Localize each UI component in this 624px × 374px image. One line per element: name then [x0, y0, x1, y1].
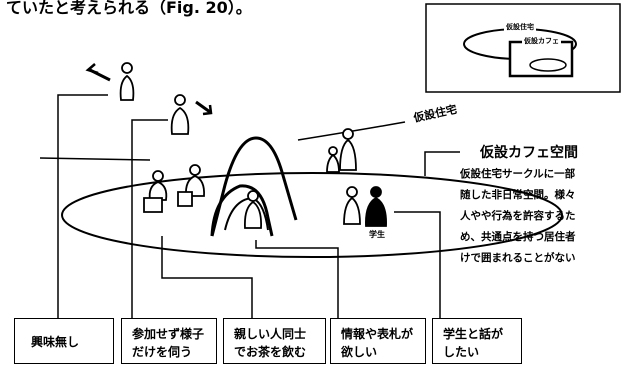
- tent-back: [210, 136, 298, 237]
- description-line: 人やや行為を許容するた: [460, 210, 576, 222]
- person-back-2: [339, 128, 357, 171]
- housing-line: [297, 121, 406, 141]
- description-line: けで囲まれることがない: [460, 252, 576, 264]
- box-close-friends-tea: 親しい人同士 でお茶を飲む: [223, 318, 326, 364]
- person-talking: [343, 186, 361, 225]
- description: 仮設住宅サークルに一部 随した非日常空間。様々 人やや行為を許容するた め、共通…: [460, 164, 624, 269]
- box-line: でお茶を飲む: [234, 345, 307, 359]
- description-line: 随した非日常空間。様々: [460, 189, 576, 201]
- box-not-interested: 興味無し: [14, 318, 114, 364]
- person-watching: [170, 94, 190, 135]
- person-sitting-2: [177, 164, 205, 207]
- box-line: 興味無し: [31, 335, 80, 349]
- box-line: 情報や表札が: [341, 327, 414, 341]
- box-talk-with-students: 学生と話が したい: [432, 318, 522, 364]
- box-just-watching: 参加せず様子 だけを伺う: [121, 318, 217, 364]
- tent-front: [210, 184, 274, 237]
- inset-housing-label: 仮設住宅: [504, 22, 536, 32]
- inset-frame: [425, 3, 621, 93]
- box-line: 欲しい: [341, 345, 378, 359]
- description-line: 仮設住宅サークルに一部: [460, 168, 576, 180]
- box-line: したい: [443, 345, 480, 359]
- box-line: 親しい人同士: [234, 327, 307, 341]
- student-figure: [365, 186, 387, 227]
- person-back-1: [326, 146, 340, 173]
- inset-cafe-label: 仮設カフェ: [522, 36, 561, 46]
- description-line: め、共通点を持つ居住者: [460, 231, 576, 243]
- box-want-information: 情報や表札が 欲しい: [330, 318, 426, 364]
- box-line: だけを伺う: [132, 345, 193, 359]
- person-sitting-1: [143, 170, 168, 213]
- student-label: 学生: [369, 230, 385, 239]
- leader-lines: [57, 94, 460, 320]
- person-leaving: [119, 62, 135, 101]
- top-text: ていたと考えられる（Fig. 20）。: [6, 0, 252, 17]
- inset-cafe-ellipse: [529, 58, 567, 72]
- housing-line-left: [39, 157, 151, 161]
- arrow-peek: [195, 100, 213, 116]
- cafe-space-ellipse: [61, 172, 563, 258]
- person-in-tent: [244, 190, 262, 229]
- space-title: 仮設カフェ空間: [480, 145, 578, 161]
- box-line: 参加せず様子: [132, 327, 205, 341]
- arrow-away: [85, 63, 111, 82]
- box-line: 学生と話が: [443, 327, 504, 341]
